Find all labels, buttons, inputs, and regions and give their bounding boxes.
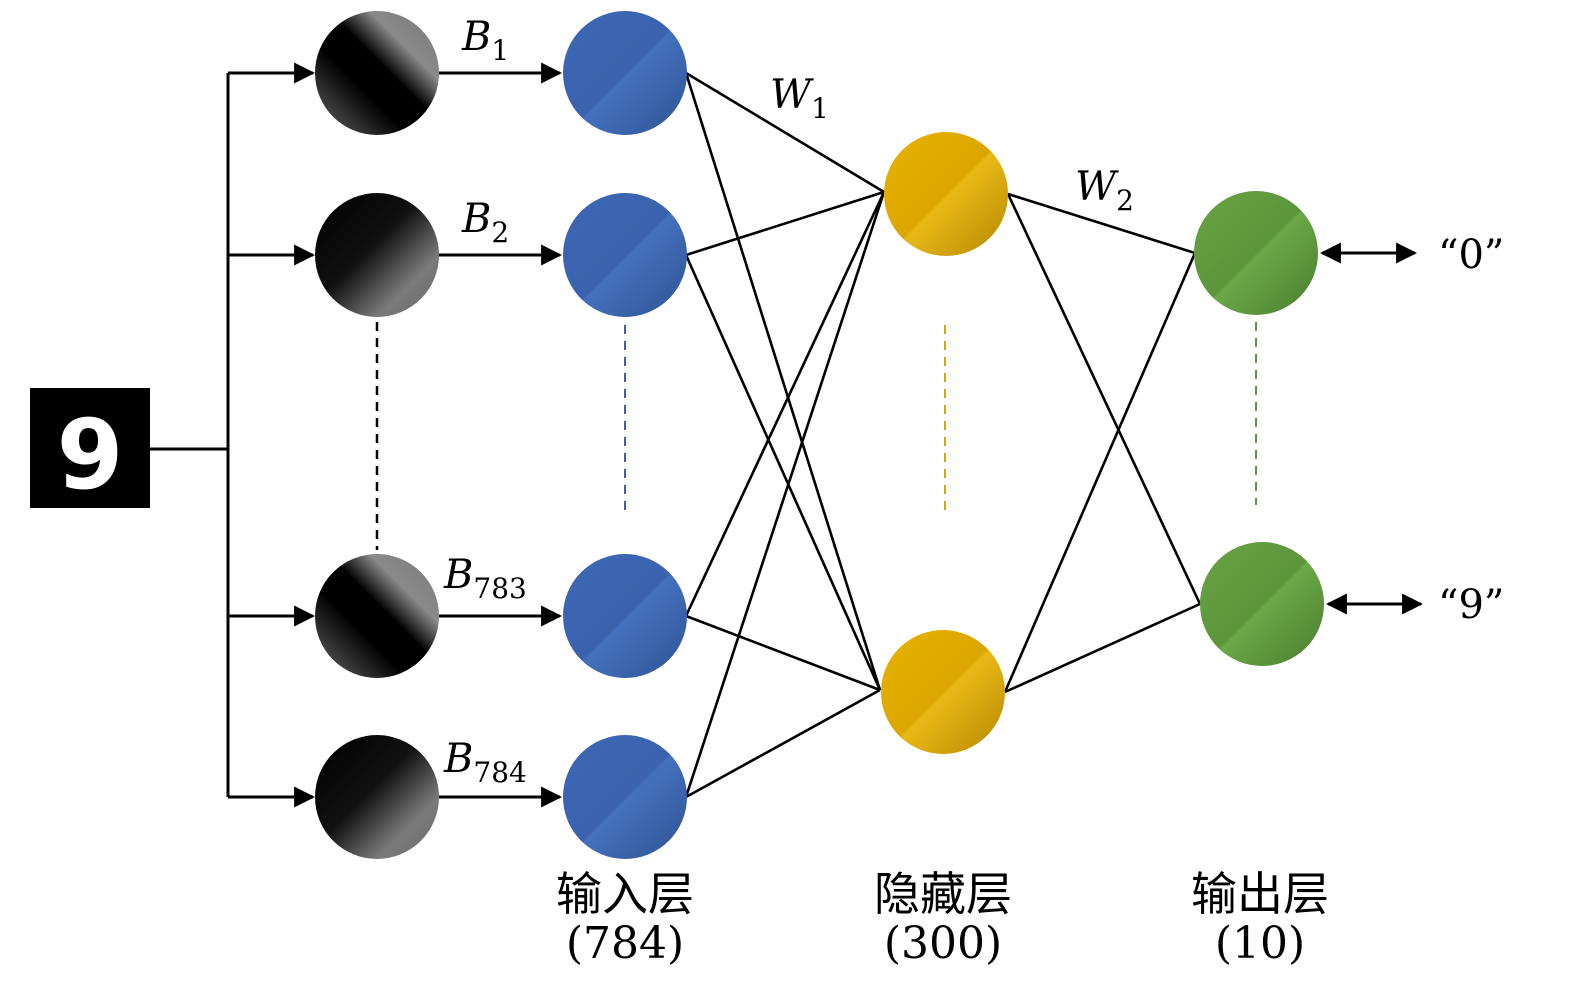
edge-i783-h1 [684, 191, 886, 617]
output-layer-title: 输出层 [1191, 867, 1329, 921]
output-class-labels: “0” “9” [1438, 232, 1504, 628]
basis-to-input-arrows [438, 62, 563, 808]
input-digit-image: 9 [30, 388, 150, 511]
class-label-9: “9” [1438, 582, 1504, 628]
edge-h1-o1 [1007, 192, 1196, 255]
basis-neuron-783 [315, 554, 439, 678]
weights-input-hidden [684, 71, 886, 799]
basis-neuron-1 [315, 11, 439, 135]
ellipsis-lines [375, 322, 1257, 550]
input-layer-neurons [563, 11, 687, 859]
weights-hidden-output [1003, 192, 1202, 694]
edge-i2-h1 [685, 190, 885, 257]
hidden-layer-neurons [881, 132, 1008, 754]
input-neuron-784 [563, 735, 687, 859]
edge-h2-o1 [1003, 252, 1197, 693]
hidden-layer-count: (300) [884, 918, 1002, 969]
edge-h1-o2 [1006, 193, 1202, 605]
input-layer-count: (784) [566, 918, 684, 969]
edge-i2-h2 [684, 254, 882, 691]
output-layer-neurons [1194, 191, 1324, 666]
basis-neurons [315, 11, 439, 859]
basis-label-2: B2 [461, 196, 509, 249]
output-neuron-9 [1200, 542, 1324, 666]
layer-captions: 输入层 (784) 隐藏层 (300) 输出层 (10) [556, 867, 1329, 969]
input-neuron-2 [563, 193, 687, 317]
basis-label-784: B784 [443, 736, 527, 789]
edge-i784-h1 [684, 191, 886, 798]
input-layer-title: 输入层 [556, 867, 694, 921]
basis-label-1: B1 [461, 14, 509, 67]
basis-label-783: B783 [443, 552, 527, 605]
weight-label-w1: W1 [770, 72, 829, 125]
hidden-neuron-1 [884, 132, 1008, 256]
edge-i784-h2 [685, 688, 881, 799]
output-neuron-0 [1194, 191, 1318, 315]
edge-h2-o2 [1004, 602, 1201, 694]
class-label-0: “0” [1438, 232, 1504, 278]
input-neuron-1 [563, 11, 687, 135]
edge-i1-h1 [685, 71, 885, 194]
weight-label-w2: W2 [1075, 164, 1134, 217]
input-branch-lines [150, 62, 316, 808]
edge-i1-h2 [684, 72, 882, 691]
weight-labels: W1 W2 [770, 72, 1134, 217]
basis-neuron-2 [315, 193, 439, 317]
basis-labels: B1 B2 B783 B784 [443, 14, 527, 789]
hidden-layer-title: 隐藏层 [874, 867, 1012, 921]
input-neuron-783 [563, 554, 687, 678]
digit-glyph: 9 [57, 399, 124, 511]
hidden-neuron-300 [881, 630, 1005, 754]
edge-i783-h2 [685, 614, 881, 692]
output-arrows [1319, 242, 1424, 615]
basis-neuron-784 [315, 735, 439, 859]
output-layer-count: (10) [1215, 918, 1305, 969]
